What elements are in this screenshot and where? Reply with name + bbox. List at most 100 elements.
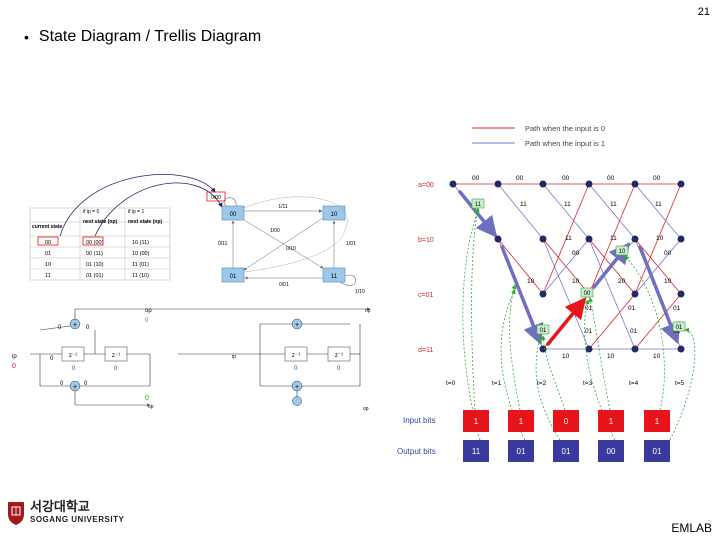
branch-label: 00 — [472, 175, 480, 182]
state-diagram: 00 10 01 11 0/00 1/11 1/00 0/11 0/10 1/0… — [206, 191, 365, 295]
encoder-label: ip — [232, 354, 236, 360]
path-annotation: 01 — [540, 328, 547, 334]
input-bit: 1 — [519, 417, 524, 426]
trellis-state-label: c=01 — [418, 292, 433, 299]
edge-label: 0/01 — [279, 282, 289, 288]
branch-label: 01 — [673, 328, 681, 335]
edge-label: 1/11 — [278, 204, 288, 210]
encoder-label: op — [145, 308, 152, 314]
branch-label: 10 — [562, 353, 570, 360]
table-arrow — [59, 174, 216, 237]
encoder-label: 0 — [50, 356, 54, 362]
branch-label: 11 — [610, 235, 617, 242]
encoder-label: 0 — [60, 381, 64, 387]
page-number: 21 — [697, 6, 710, 18]
branch-label: 01 — [585, 305, 593, 312]
delay-label: z⁻¹ — [69, 353, 77, 359]
branch-label: 10 — [653, 353, 661, 360]
university-seal-icon — [8, 502, 24, 525]
branch-label: 10 — [527, 278, 535, 285]
output-bit: 01 — [562, 447, 571, 456]
trellis-diagram: Path when the input is 0 Path when the i… — [397, 124, 696, 462]
slide-title: • State Diagram / Trellis Diagram — [24, 28, 261, 46]
encoder-label: ip — [12, 354, 17, 360]
trellis-state-label: a=00 — [418, 182, 434, 189]
svg-text:+: + — [73, 322, 77, 329]
branch-label: 10 — [664, 278, 672, 285]
table-header: current state — [32, 224, 63, 230]
edge-label: 1/01 — [346, 241, 356, 247]
branch-label: 20 — [618, 278, 626, 285]
encoder-label: 0 — [145, 395, 149, 402]
branch-label: 01 — [628, 305, 636, 312]
branch-label: 00 — [516, 175, 524, 182]
state-node: 11 — [331, 274, 338, 280]
table-cell: 00 (11) — [86, 251, 103, 257]
input-bit: 1 — [609, 417, 614, 426]
branch-label: 10 — [607, 353, 615, 360]
slide-title-text: State Diagram / Trellis Diagram — [38, 28, 262, 45]
input-bits-label: Input bits — [403, 416, 435, 425]
input-bit: 0 — [564, 417, 569, 426]
branch-label: 10 — [656, 235, 664, 242]
branch-label: 11 — [564, 201, 571, 208]
input-bit: 1 — [474, 417, 479, 426]
table-cell: 00 — [45, 240, 51, 246]
edge-label: 0/10 — [286, 246, 296, 252]
encoder-label: 0 — [72, 366, 76, 372]
table-cell: 10 (11) — [132, 240, 149, 246]
branch-label: 10 — [572, 278, 580, 285]
path-annotation: 10 — [619, 249, 626, 255]
table-cell: 11 (01) — [132, 262, 149, 268]
output-bits-label: Output bits — [397, 447, 436, 456]
path-annotation: 01 — [676, 325, 683, 331]
branch-label: 00 — [562, 175, 570, 182]
table-cell: 01 (01) — [86, 273, 104, 279]
delay-label: z⁻¹ — [112, 353, 120, 359]
time-label: t=2 — [537, 380, 547, 387]
branch-label: 01 — [630, 328, 638, 335]
edge-label: 0/00 — [211, 195, 221, 201]
university-name-en: SOGANG UNIVERSITY — [30, 514, 125, 524]
branch-label: 11 — [565, 235, 572, 242]
table-header: next state (np) — [83, 219, 118, 225]
branch-label: 11 — [610, 201, 617, 208]
branch-label: 00 — [653, 175, 661, 182]
state-node: 01 — [230, 274, 237, 280]
encoder-left-diagram: op 0 + 0 0 z⁻¹ z⁻¹ 0 0 0 ip 0 + 0 0 0 op — [12, 307, 371, 410]
state-node: 00 — [230, 212, 237, 218]
delay-label: z⁻¹ — [292, 353, 300, 359]
time-label: t=3 — [583, 380, 593, 387]
encoder-label: 0 — [114, 366, 118, 372]
edge-label: 1/00 — [270, 228, 280, 234]
table-cell: 10 — [45, 262, 51, 268]
branch-label: 01 — [673, 305, 681, 312]
lab-name: EMLAB — [671, 521, 712, 535]
branch-label: 00 — [664, 250, 672, 257]
table-cell: 01 — [45, 251, 51, 257]
state-node: 10 — [331, 212, 338, 218]
output-bit: 01 — [653, 447, 662, 456]
branch-label: 11 — [520, 201, 527, 208]
encoder-label: 0 — [294, 366, 298, 372]
encoder-label: 0 — [84, 381, 88, 387]
encoder-label: 0 — [12, 363, 16, 370]
encoder-label: op — [363, 406, 369, 412]
trellis-state-label: d=11 — [418, 347, 433, 354]
svg-text:+: + — [295, 322, 299, 329]
adder-circle — [292, 396, 302, 406]
encoder-label: op — [148, 404, 154, 410]
encoder-label: 0 — [58, 325, 62, 331]
branch-label: 00 — [607, 175, 615, 182]
branch-label: 00 — [572, 250, 580, 257]
table-cell: 11 (10) — [132, 273, 149, 279]
table-cell: 01 (10) — [86, 262, 104, 268]
encoder-right-diagram: op + ip z⁻¹ z⁻¹ 0 0 + op — [178, 308, 371, 412]
university-logo: 서강대학교 SOGANG UNIVERSITY — [6, 500, 124, 526]
trellis-state-label: b=10 — [418, 237, 434, 244]
path-annotation: 11 — [475, 202, 482, 208]
delay-label: z⁻¹ — [335, 353, 343, 359]
branch-label: 11 — [655, 201, 662, 208]
university-name-kr: 서강대학교 — [30, 500, 90, 516]
